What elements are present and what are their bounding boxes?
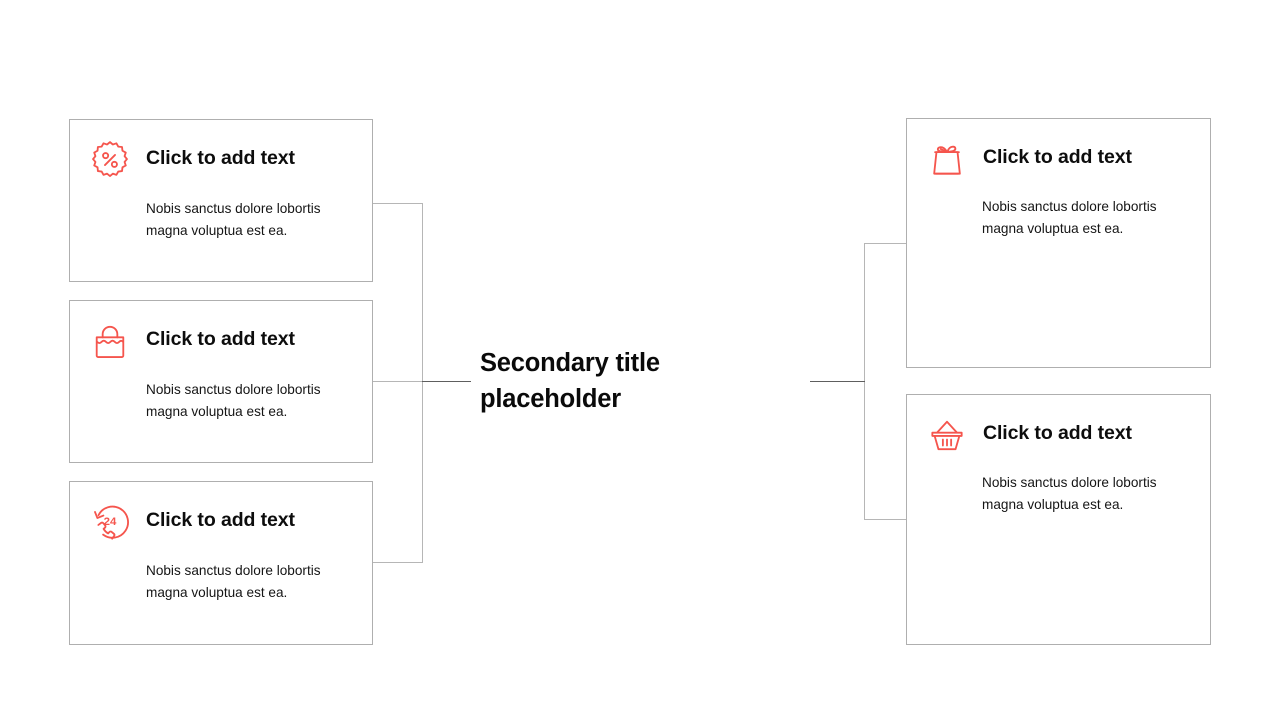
svg-text:24: 24	[104, 516, 117, 528]
connector-left-card1-stub	[372, 203, 423, 204]
right-card-2-title: Click to add text	[983, 422, 1132, 444]
left-card-1-title: Click to add text	[146, 147, 295, 169]
secondary-title-placeholder[interactable]: Secondary title placeholder	[480, 349, 660, 413]
discount-badge-percent-icon	[88, 138, 132, 182]
gift-bag-icon	[925, 137, 969, 181]
right-card-2[interactable]: Click to add text Nobis sanctus dolore l…	[906, 394, 1211, 645]
left-card-3-title: Click to add text	[146, 509, 295, 531]
connector-left-card3-stub	[372, 562, 423, 563]
left-card-2-body: Nobis sanctus dolore lobortis magna volu…	[146, 382, 321, 419]
connector-title-to-right	[810, 381, 865, 382]
right-card-1-body: Nobis sanctus dolore lobortis magna volu…	[982, 199, 1157, 236]
connector-left-card2-stub	[372, 381, 423, 382]
phone-24-support-icon: 24	[88, 500, 132, 544]
left-card-3[interactable]: 24 Click to add text Nobis sanctus dolor…	[69, 481, 373, 645]
connector-left-spine	[422, 203, 423, 563]
right-card-2-body: Nobis sanctus dolore lobortis magna volu…	[982, 475, 1157, 512]
left-card-1-body: Nobis sanctus dolore lobortis magna volu…	[146, 201, 321, 238]
connector-right-card1-stub	[864, 243, 907, 244]
left-card-3-body: Nobis sanctus dolore lobortis magna volu…	[146, 563, 321, 600]
shopping-basket-icon	[925, 413, 969, 457]
connector-left-to-title	[422, 381, 471, 382]
left-card-1[interactable]: Click to add text Nobis sanctus dolore l…	[69, 119, 373, 282]
left-card-2[interactable]: Click to add text Nobis sanctus dolore l…	[69, 300, 373, 463]
connector-right-card2-stub	[864, 519, 907, 520]
right-card-1-title: Click to add text	[983, 146, 1132, 168]
right-card-1[interactable]: Click to add text Nobis sanctus dolore l…	[906, 118, 1211, 368]
left-card-2-title: Click to add text	[146, 328, 295, 350]
shopping-bag-icon	[88, 319, 132, 363]
